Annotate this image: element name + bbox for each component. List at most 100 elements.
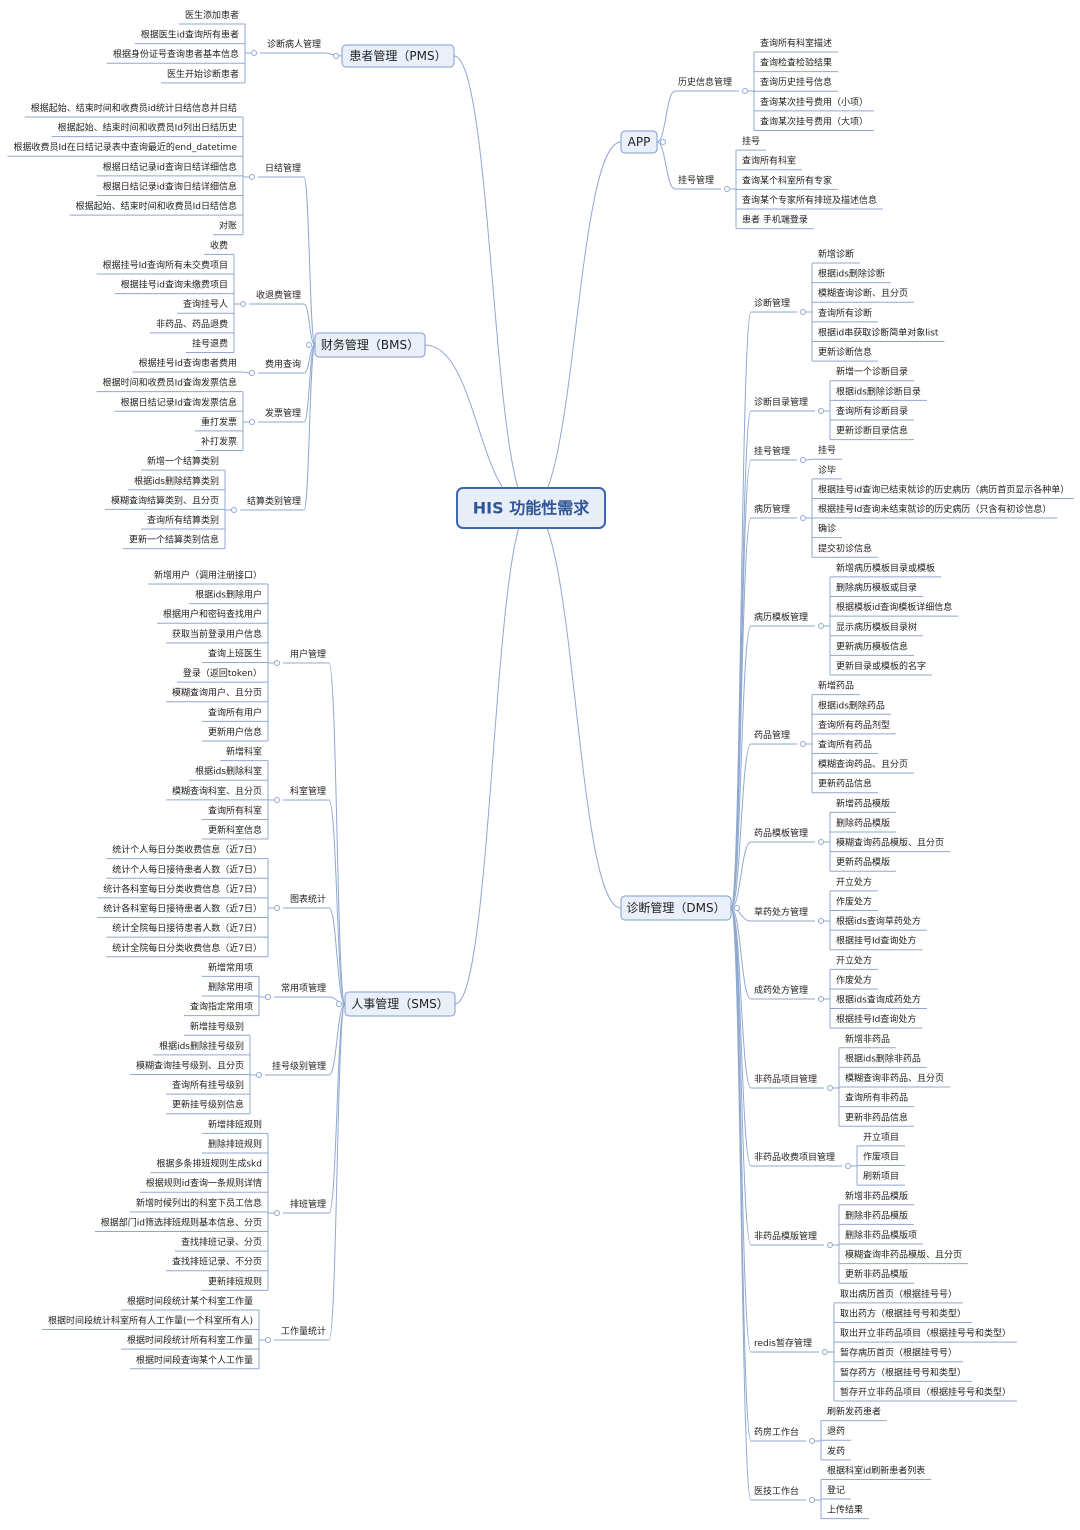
leaf-item[interactable]: 模糊查询结算类别、且分页: [104, 494, 225, 510]
leaf-item[interactable]: 非药品、药品退费: [149, 318, 234, 334]
leaf-item[interactable]: 新增挂号级别: [183, 1020, 250, 1036]
leaf-item[interactable]: 新增非药品: [839, 1033, 897, 1049]
group[interactable]: 诊断病人管理医生添加患者根据医生id查询所有患者根据身份证号查询患者基本信息医生…: [106, 9, 343, 84]
leaf-item[interactable]: 查询上班医生: [201, 647, 268, 663]
leaf-item[interactable]: 新增药品模版: [830, 797, 897, 813]
leaf-item[interactable]: 更新药品模版: [830, 856, 897, 872]
collapse-handle-icon[interactable]: [248, 174, 255, 180]
collapse-handle-icon[interactable]: [264, 1337, 271, 1343]
leaf-item[interactable]: 查询所有非药品: [839, 1092, 915, 1108]
leaf-item[interactable]: 查询所有药品: [812, 739, 879, 754]
collapse-handle-icon[interactable]: [660, 139, 666, 145]
leaf-item[interactable]: 模糊查询药品模版、且分页: [830, 837, 951, 853]
leaf-item[interactable]: 取出药方（根据挂号号和类型）: [833, 1307, 972, 1323]
leaf-item[interactable]: 统计个人每日分类收费信息（近7日）: [106, 844, 268, 860]
collapse-handle-icon[interactable]: [734, 905, 740, 911]
leaf-item[interactable]: 根据时间和收费员Id查询发票信息: [96, 377, 243, 393]
branch[interactable]: 诊断管理新增诊断根据ids删除诊断模糊查询诊断、且分页查询所有诊断根据id串获取…: [530, 248, 1074, 1520]
collapse-handle-icon[interactable]: [255, 1072, 262, 1078]
leaf-item[interactable]: 患者 手机端登录: [736, 214, 814, 230]
leaf-item[interactable]: 查询所有科室描述: [754, 37, 839, 53]
group[interactable]: 图表统计统计个人每日分类收费信息（近7日）统计个人每日接待患者人数（近7日）统计…: [97, 844, 346, 1005]
leaf-item[interactable]: 新增药品: [812, 680, 861, 696]
leaf-item[interactable]: 根据挂号Id查询未结束就诊的历史病历（只含有初诊信息）: [812, 503, 1058, 519]
collapse-handle-icon[interactable]: [264, 994, 271, 1000]
leaf-item[interactable]: 删除药品模版: [830, 817, 897, 833]
leaf-item[interactable]: 根据ids删除科室: [189, 765, 268, 781]
leaf-item[interactable]: 作废处方: [830, 895, 879, 911]
leaf-item[interactable]: 模糊查询诊断、且分页: [812, 287, 915, 303]
group[interactable]: 用户管理新增用户（调用注册接口）根据ids删除用户根据用户和密码查找用户获取当前…: [147, 569, 346, 1005]
collapse-handle-icon[interactable]: [818, 996, 825, 1002]
leaf-item[interactable]: 新增科室: [219, 746, 268, 762]
leaf-item[interactable]: 根据用户和密码查找用户: [156, 608, 268, 624]
leaf-item[interactable]: 模糊查询药品、且分页: [812, 758, 915, 774]
leaf-item[interactable]: 查找排班记录、分页: [174, 1236, 268, 1252]
leaf-item[interactable]: 作废项目: [857, 1151, 906, 1167]
collapse-handle-icon[interactable]: [724, 186, 731, 192]
collapse-handle-icon[interactable]: [336, 1001, 342, 1007]
leaf-item[interactable]: 查询所有诊断目录: [830, 405, 915, 421]
branch-box[interactable]: [314, 332, 426, 358]
leaf-item[interactable]: 刷新项目: [857, 1170, 906, 1186]
leaf-item[interactable]: 登记: [821, 1485, 852, 1500]
leaf-item[interactable]: 根据模板id查询模板详细信息: [830, 601, 959, 617]
leaf-item[interactable]: 更新排班规则: [201, 1275, 268, 1291]
group[interactable]: 历史信息管理查询所有科室描述查询检查检验结果查询历史挂号信息查询某次挂号费用（小…: [656, 37, 875, 143]
collapse-handle-icon[interactable]: [818, 623, 825, 629]
leaf-item[interactable]: 根据医生id查询所有患者: [134, 29, 245, 45]
branch-box[interactable]: [620, 895, 732, 921]
leaf-item[interactable]: 查询所有结算类别: [140, 514, 225, 530]
leaf-item[interactable]: 暂存病历首页（根据挂号号）: [833, 1347, 963, 1363]
group[interactable]: 收退费管理收费根据挂号Id查询所有未交费项目根据挂号id查询未缴费项目查询挂号人…: [96, 239, 316, 353]
leaf-item[interactable]: 根据身份证号查询患者基本信息: [106, 48, 245, 64]
branch-box[interactable]: [344, 991, 456, 1017]
leaf-item[interactable]: 新增一个结算类别: [140, 455, 225, 471]
collapse-handle-icon[interactable]: [333, 53, 339, 59]
leaf-item[interactable]: 查询所有用户: [201, 706, 268, 722]
collapse-handle-icon[interactable]: [845, 1163, 852, 1169]
leaf-item[interactable]: 根据挂号Id查询患者费用: [132, 357, 243, 373]
leaf-item[interactable]: 查询某个科室所有专家: [736, 174, 839, 190]
leaf-item[interactable]: 挂号: [812, 444, 843, 460]
leaf-item[interactable]: 根据ids查询草药处方: [830, 915, 927, 931]
leaf-item[interactable]: 根据规则id查询一条规则详情: [139, 1177, 268, 1193]
leaf-item[interactable]: 根据挂号Id查询处方: [830, 1013, 923, 1029]
leaf-item[interactable]: 根据时间段统计科室所有人工作量(一个科室所有人): [41, 1315, 259, 1331]
leaf-item[interactable]: 新增诊断: [812, 248, 861, 264]
leaf-item[interactable]: 根据多条排班规则生成skd: [150, 1158, 268, 1174]
collapse-handle-icon[interactable]: [273, 905, 280, 911]
collapse-handle-icon[interactable]: [818, 918, 825, 924]
leaf-item[interactable]: 作废处方: [830, 974, 879, 990]
leaf-item[interactable]: 新增常用项: [201, 961, 259, 977]
leaf-item[interactable]: 更新目录或模板的名字: [830, 660, 933, 676]
leaf-item[interactable]: 模糊查询挂号级别、且分页: [129, 1060, 250, 1075]
group[interactable]: 结算类别管理新增一个结算类别根据ids删除结算类别模糊查询结算类别、且分页查询所…: [104, 344, 316, 550]
leaf-item[interactable]: 根据起始、结束时间和收费员id统计日结信息并日结: [24, 102, 243, 118]
leaf-item[interactable]: 查询某次挂号费用（大项）: [754, 115, 875, 131]
leaf-item[interactable]: 统计全院每日分类收费信息（近7日）: [106, 942, 268, 958]
leaf-item[interactable]: 统计个人每日接待患者人数（近7日）: [106, 863, 268, 879]
leaf-item[interactable]: 新增排班规则: [201, 1118, 268, 1134]
leaf-item[interactable]: 提交初诊信息: [812, 542, 879, 558]
leaf-item[interactable]: 取出病历首页（根据挂号号）: [833, 1288, 963, 1304]
group[interactable]: 发票管理根据时间和收费员Id查询发票信息根据日结记录Id查询发票信息重打发票补打…: [96, 344, 316, 452]
leaf-item[interactable]: 根据起始、结束时间和收费员Id日结信息: [69, 200, 243, 216]
group[interactable]: 排班管理新增排班规则删除排班规则根据多条排班规则生成skd根据规则id查询一条规…: [94, 1003, 346, 1291]
group[interactable]: 药品管理新增药品根据ids删除药品查询所有药品剂型查询所有药品模糊查询药品、且分…: [730, 680, 915, 909]
collapse-handle-icon[interactable]: [239, 301, 246, 307]
collapse-handle-icon[interactable]: [827, 1085, 834, 1091]
leaf-item[interactable]: 发药: [821, 1445, 852, 1461]
leaf-item[interactable]: 模糊查询非药品模版、且分页: [839, 1249, 969, 1265]
collapse-handle-icon[interactable]: [230, 507, 237, 513]
leaf-item[interactable]: 更新诊断信息: [812, 346, 879, 362]
leaf-item[interactable]: 开立处方: [830, 954, 879, 970]
leaf-item[interactable]: 重打发票: [194, 416, 243, 432]
collapse-handle-icon[interactable]: [821, 1349, 828, 1355]
leaf-item[interactable]: 模糊查询非药品、且分页: [839, 1072, 951, 1088]
collapse-handle-icon[interactable]: [742, 88, 749, 94]
